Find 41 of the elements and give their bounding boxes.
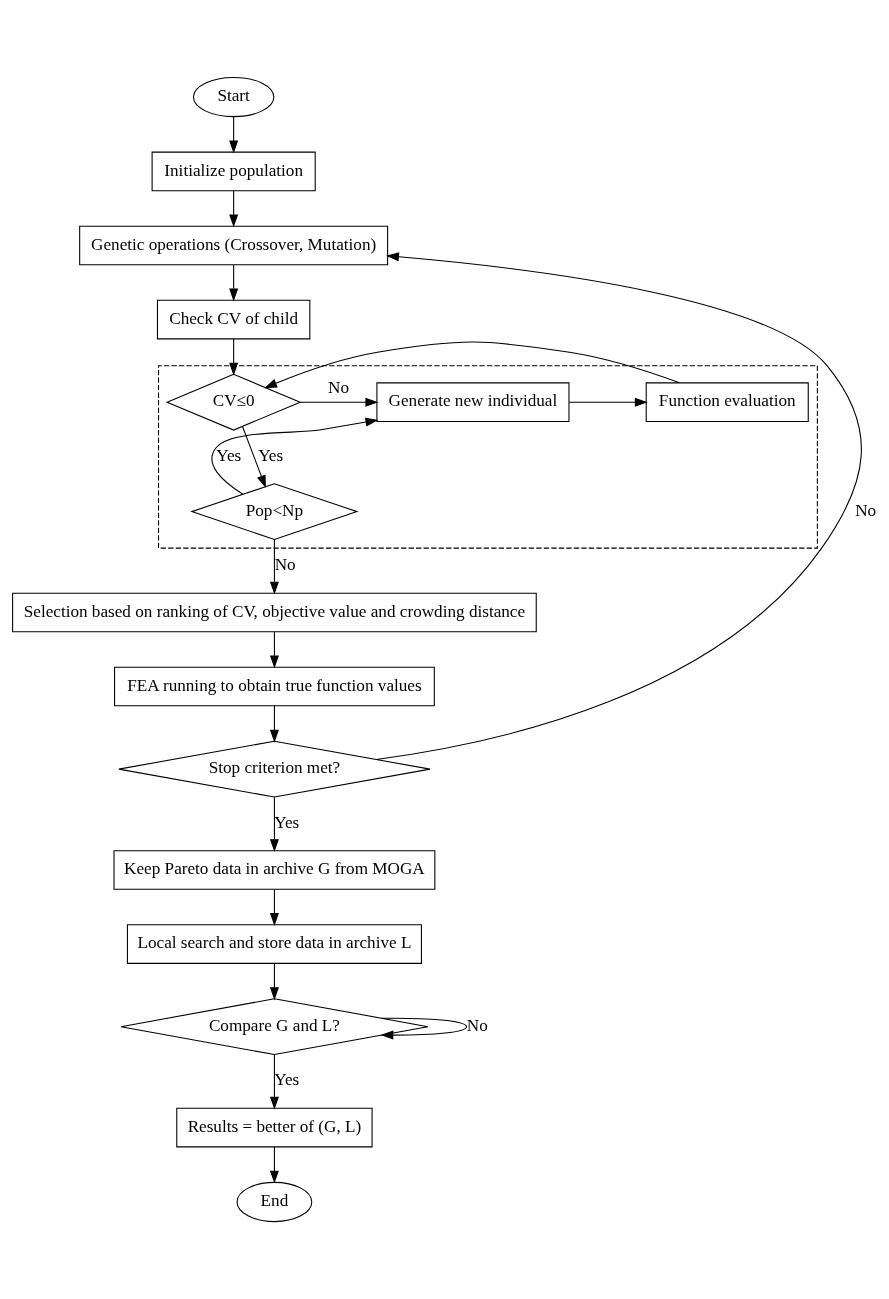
edge-label: Yes — [216, 445, 242, 465]
node-diamond: Stop criterion met? — [118, 740, 431, 798]
edge-label: No — [466, 1015, 488, 1035]
node-box: FEA running to obtain true function values — [114, 666, 435, 707]
arrow — [269, 539, 279, 595]
node-box: Genetic operations (Crossover, Mutation) — [79, 225, 389, 266]
node-box: Selection based on ranking of CV, objective value and crowding distance — [12, 592, 537, 633]
arrow — [229, 190, 239, 228]
arrow — [269, 705, 279, 743]
arrow — [269, 1146, 279, 1184]
edge-label: No — [855, 500, 877, 520]
arrow — [241, 426, 266, 489]
arrow — [269, 889, 279, 926]
node-box: Check CV of child — [156, 299, 311, 340]
edge-label: No — [274, 555, 296, 575]
node-diamond: CV≤0 — [165, 373, 302, 431]
node-box: Function evaluation — [645, 382, 809, 422]
arrow — [229, 264, 239, 302]
arrow — [269, 962, 279, 1001]
node-box: Initialize population — [151, 151, 316, 192]
arrow — [375, 252, 862, 760]
node-diamond: Compare G and L? — [120, 998, 429, 1056]
node-box: Local search and store data in archive L — [126, 924, 422, 964]
arrow — [299, 397, 379, 407]
node-box: Keep Pareto data in archive G from MOGA — [113, 850, 436, 890]
node-box: Generate new individual — [376, 382, 570, 422]
cluster — [158, 365, 818, 549]
node-ellipse: End — [236, 1181, 313, 1223]
node-ellipse: Start — [192, 76, 275, 118]
node-box: Results = better of (G, L) — [176, 1107, 373, 1148]
edge-label: No — [328, 378, 350, 398]
node-diamond: Pop<Np — [190, 483, 359, 541]
edge-label: Yes — [258, 445, 284, 465]
arrow — [211, 417, 379, 495]
arrow — [380, 1017, 468, 1040]
arrow — [568, 397, 648, 407]
arrow — [269, 631, 279, 669]
arrow — [269, 796, 279, 853]
arrow — [229, 338, 239, 376]
arrow — [269, 1054, 279, 1110]
arrow — [229, 116, 239, 154]
